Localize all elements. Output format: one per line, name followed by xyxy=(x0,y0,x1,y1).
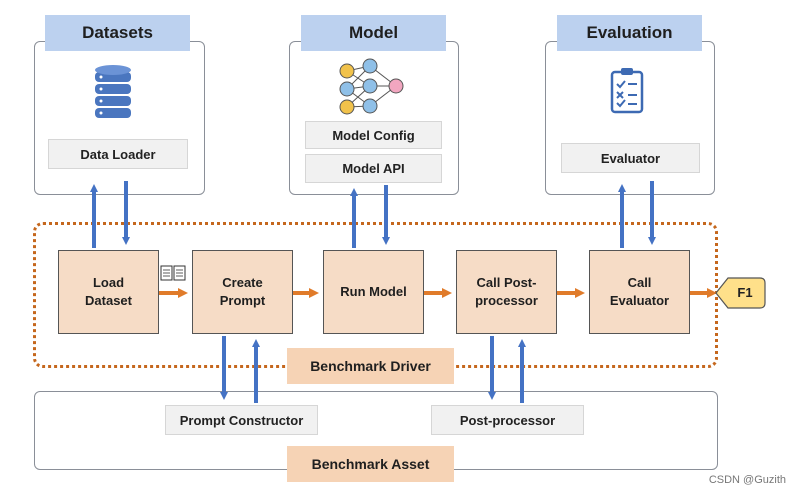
f1-output-tag xyxy=(715,277,766,309)
watermark: CSDN @Guzith xyxy=(708,474,786,486)
prompt-constructor-box[interactable]: Prompt Constructor xyxy=(165,405,318,435)
step-call-post-processor[interactable]: Call Post- processor xyxy=(456,250,557,334)
clipboard-checklist-icon xyxy=(610,68,644,114)
step-load-dataset-label: Load Dataset xyxy=(85,275,132,308)
step-call-evaluator[interactable]: Call Evaluator xyxy=(589,250,690,334)
post-processor-label: Post-processor xyxy=(459,412,556,428)
evaluator-box[interactable]: Evaluator xyxy=(561,143,700,173)
prompt-constructor-label: Prompt Constructor xyxy=(179,412,304,428)
benchmark-asset-label: Benchmark Asset xyxy=(311,456,430,472)
step-create-prompt-label: Create Prompt xyxy=(219,275,266,308)
f1-output-label: F1 xyxy=(737,285,753,300)
benchmark-driver-label-box: Benchmark Driver xyxy=(287,348,454,384)
model-config-box[interactable]: Model Config xyxy=(305,121,442,149)
evaluation-header: Evaluation xyxy=(557,15,702,51)
step-load-dataset[interactable]: Load Dataset xyxy=(58,250,159,334)
database-icon xyxy=(95,65,131,118)
model-api-box[interactable]: Model API xyxy=(305,154,442,183)
neural-network-icon xyxy=(339,58,404,115)
benchmark-asset-label-box: Benchmark Asset xyxy=(287,446,454,482)
model-api-label: Model API xyxy=(342,161,405,176)
model-config-label: Model Config xyxy=(332,127,415,143)
step-call-evaluator-label: Call Evaluator xyxy=(609,275,670,308)
step-run-model-label: Run Model xyxy=(340,284,407,299)
post-processor-box[interactable]: Post-processor xyxy=(431,405,584,435)
evaluation-title: Evaluation xyxy=(586,23,673,42)
step-call-post-processor-label: Call Post- processor xyxy=(475,275,538,308)
evaluator-label: Evaluator xyxy=(600,150,661,166)
documents-icon xyxy=(160,265,186,281)
model-title: Model xyxy=(348,23,399,42)
data-loader-box[interactable]: Data Loader xyxy=(48,139,188,169)
datasets-header: Datasets xyxy=(45,15,190,51)
datasets-title: Datasets xyxy=(82,23,153,42)
model-header: Model xyxy=(301,15,446,51)
step-run-model[interactable]: Run Model xyxy=(323,250,424,334)
benchmark-driver-label: Benchmark Driver xyxy=(310,358,431,374)
step-create-prompt[interactable]: Create Prompt xyxy=(192,250,293,334)
data-loader-label: Data Loader xyxy=(80,146,156,162)
